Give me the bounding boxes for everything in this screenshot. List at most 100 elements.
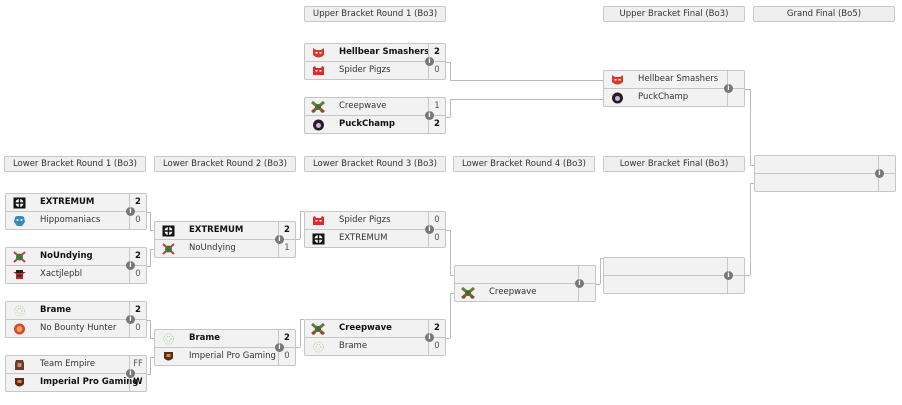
team-score: 0 (278, 348, 295, 365)
info-icon[interactable]: i (126, 369, 135, 378)
team-slot[interactable]: NoUndying 1 (154, 239, 296, 258)
connector (150, 249, 154, 250)
hellbear-logo-icon (610, 73, 624, 86)
match-lb2-1[interactable]: EXTREMUM 2 NoUndying 1 i (154, 221, 296, 259)
round-header-lb2: Lower Bracket Round 2 (Bo3) (154, 156, 296, 172)
match-lb1-3[interactable]: Brame 2 No Bounty Hunter 0 i (5, 301, 147, 339)
connector (450, 293, 451, 338)
team-score: 0 (428, 62, 445, 79)
info-icon[interactable]: i (875, 169, 884, 178)
team-slot[interactable]: Spider Pigzs 0 (304, 61, 446, 80)
team-name: Creepwave (339, 323, 392, 333)
info-icon[interactable]: i (126, 207, 135, 216)
team-slot[interactable]: Xactjlepbl 0 (5, 265, 147, 284)
team-slot[interactable]: PuckChamp (603, 88, 745, 107)
team-slot[interactable]: Imperial Pro Gaming W (5, 373, 147, 392)
connector (446, 62, 450, 63)
noundying-logo-icon (161, 242, 175, 255)
team-score (727, 276, 744, 293)
team-name: PuckChamp (339, 119, 395, 129)
connector (745, 89, 750, 90)
team-slot[interactable] (603, 275, 745, 294)
match-ub1-2[interactable]: Creepwave 1 PuckChamp 2 i (304, 97, 446, 135)
team-slot[interactable]: No Bounty Hunter 0 (5, 319, 147, 338)
connector (450, 99, 603, 100)
team-score: 2 (129, 248, 146, 265)
team-score: 2 (129, 194, 146, 211)
team-name: Hellbear Smashers (339, 47, 430, 57)
team-name: Creepwave (339, 101, 387, 111)
info-icon[interactable]: i (275, 343, 284, 352)
extremum-logo-icon (12, 196, 26, 209)
info-icon[interactable]: i (425, 333, 434, 342)
info-icon[interactable]: i (425, 57, 434, 66)
round-header-gf: Grand Final (Bo5) (753, 6, 895, 22)
team-score: 1 (278, 240, 295, 257)
info-icon[interactable]: i (575, 279, 584, 288)
connector (296, 347, 300, 348)
team-score (878, 174, 895, 191)
team-score: 0 (129, 320, 146, 337)
match-lb3-1[interactable]: Spider Pigzs 0 EXTREMUM 0 i (304, 211, 446, 249)
team-slot[interactable]: Imperial Pro Gaming 0 (154, 347, 296, 366)
team-slot[interactable]: Creepwave (454, 283, 596, 302)
match-ub1-1[interactable]: Hellbear Smashers 2 Spider Pigzs 0 i (304, 43, 446, 81)
team-empire-logo-icon (12, 358, 26, 371)
connector (150, 338, 154, 339)
match-lb1-1[interactable]: EXTREMUM 2 Hippomaniacs 0 i (5, 193, 147, 231)
connector (745, 275, 750, 276)
team-name: NoUndying (189, 243, 236, 253)
team-slot[interactable]: Brame 0 (304, 337, 446, 356)
round-header-lb4: Lower Bracket Round 4 (Bo3) (453, 156, 595, 172)
team-score (727, 258, 744, 275)
brame-logo-icon (311, 340, 325, 353)
connector (446, 230, 450, 231)
team-score: 2 (428, 320, 445, 337)
team-slot[interactable]: EXTREMUM 0 (304, 229, 446, 248)
match-lb2-2[interactable]: Brame 2 Imperial Pro Gaming 0 i (154, 329, 296, 367)
round-header-lb1: Lower Bracket Round 1 (Bo3) (4, 156, 146, 172)
team-slot[interactable]: Hippomaniacs 0 (5, 211, 147, 230)
match-lb4[interactable]: Creepwave i (454, 265, 596, 303)
info-icon[interactable]: i (126, 261, 135, 270)
team-slot[interactable] (754, 173, 896, 192)
team-score: 2 (428, 116, 445, 133)
team-slot[interactable]: PuckChamp 2 (304, 115, 446, 134)
connector (147, 320, 151, 321)
extremum-logo-icon (311, 232, 325, 245)
match-lb1-2[interactable]: NoUndying 2 Xactjlepbl 0 i (5, 247, 147, 285)
info-icon[interactable]: i (724, 84, 733, 93)
connector (300, 319, 304, 320)
team-slot[interactable]: Hellbear Smashers 2 (304, 43, 446, 62)
team-slot[interactable]: Creepwave 1 (304, 97, 446, 116)
connector (300, 319, 301, 347)
team-name: Hippomaniacs (40, 215, 101, 225)
connector (150, 249, 151, 266)
team-name: Brame (40, 305, 72, 315)
info-icon[interactable]: i (425, 225, 434, 234)
match-lbf[interactable]: i (603, 257, 745, 295)
info-icon[interactable]: i (425, 111, 434, 120)
info-icon[interactable]: i (126, 315, 135, 324)
team-score: FF (129, 356, 146, 373)
match-lb1-4[interactable]: Team Empire FF Imperial Pro Gaming W i (5, 355, 147, 393)
team-name: Team Empire (40, 359, 96, 369)
connector (600, 258, 601, 284)
team-name: EXTREMUM (339, 233, 388, 243)
xactjlepbl-logo-icon (12, 268, 26, 281)
team-name: Imperial Pro Gaming (189, 351, 276, 361)
team-score: 1 (428, 98, 445, 115)
match-ubf[interactable]: Hellbear Smashers PuckChamp i (603, 70, 745, 108)
info-icon[interactable]: i (724, 271, 733, 280)
connector (450, 275, 454, 276)
connector (750, 165, 754, 166)
connector (150, 357, 154, 358)
match-grand-final[interactable]: i (754, 155, 896, 193)
round-header-lbf: Lower Bracket Final (Bo3) (603, 156, 745, 172)
info-icon[interactable]: i (275, 235, 284, 244)
team-score (578, 266, 595, 283)
connector (450, 230, 451, 275)
team-name: Imperial Pro Gaming (40, 377, 139, 387)
match-lb3-2[interactable]: Creepwave 2 Brame 0 i (304, 319, 446, 357)
connector (150, 212, 151, 230)
